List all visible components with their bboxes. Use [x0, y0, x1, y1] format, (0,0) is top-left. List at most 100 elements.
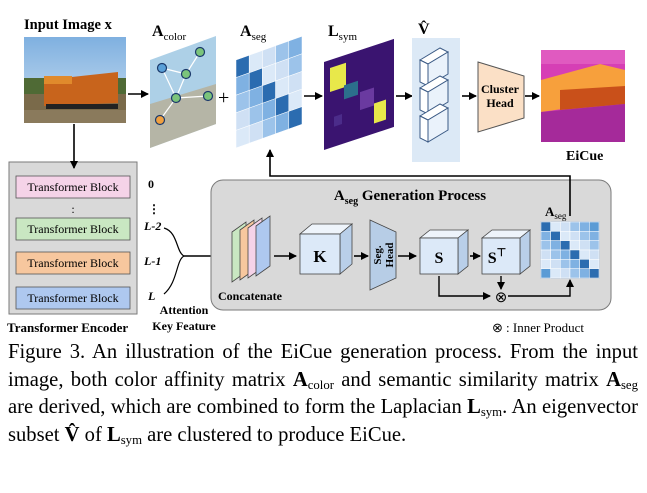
eicue-label: EiCue	[566, 149, 603, 164]
concatenate-label: Concatenate	[218, 289, 283, 303]
matrix-cell	[589, 249, 600, 260]
a-seg-label-process: Aseg	[545, 204, 567, 221]
layer-label-l: L	[147, 289, 155, 303]
transformer-block-label-2: Transformer Block	[27, 222, 118, 236]
caption-text-6: are clustered to produce EiCue.	[142, 423, 407, 446]
matrix-cell	[589, 231, 600, 241]
v-hat-vectors	[412, 38, 460, 162]
seg-head-line1: Seg.	[372, 245, 384, 265]
cluster-head-line2: Head	[486, 96, 514, 110]
l-sym-matrix	[324, 38, 394, 150]
matrix-cell	[569, 221, 580, 232]
seg-head: Seg. Head	[369, 219, 397, 291]
legend-symbol: ⊗	[492, 320, 503, 335]
transformer-block-label-4: Transformer Block	[27, 291, 118, 305]
layer-label-l-2: L-2	[143, 219, 161, 233]
matrix-cell	[589, 268, 600, 279]
matrix-cell	[589, 240, 600, 251]
caption-text-5: of	[79, 423, 107, 446]
matrix-cell	[569, 249, 580, 260]
cluster-head: Cluster Head	[477, 61, 525, 133]
caption-lead: Figure 3.	[8, 341, 86, 363]
matrix-cell	[550, 240, 561, 251]
a-color-matrix	[150, 36, 216, 148]
transformer-block-label-3: Transformer Block	[27, 256, 118, 270]
matrix-cell	[540, 240, 551, 251]
caption-text-4: . An eigenvector subset	[8, 396, 639, 446]
aseg-generation-process: Aseg Generation Process Concatenate K Se…	[210, 179, 612, 311]
caption-sym-sub: sym	[480, 405, 503, 420]
matrix-cell	[579, 249, 590, 260]
matrix-cell	[288, 106, 303, 130]
inner-product-symbol: ⊗	[495, 290, 508, 306]
caption-l-sym-2: L	[106, 423, 121, 446]
legend: ⊗ : Inner Product	[492, 320, 584, 335]
caption-a-seg: A	[606, 368, 621, 391]
transformer-block-1	[15, 175, 131, 199]
matrix-cell	[540, 231, 551, 241]
a-seg-matrix-top	[235, 35, 303, 149]
attention-label-1: Attention	[160, 303, 209, 317]
layer-label-l-1: L-1	[143, 254, 161, 268]
s-transpose-cube: S⊤	[480, 229, 532, 275]
k-cube: K	[298, 223, 354, 275]
l-sym-label: Lsym	[328, 23, 357, 43]
caption-text-2: and semantic similarity matrix	[333, 368, 607, 391]
matrix-cell	[560, 240, 571, 251]
matrix-cell	[579, 240, 590, 251]
layer-dots: ⋮	[148, 202, 160, 216]
transformer-block-4	[15, 286, 131, 310]
caption-a-color: A	[292, 368, 308, 391]
matrix-cell	[540, 249, 551, 260]
matrix-cell	[550, 231, 561, 241]
matrix-cell	[560, 268, 571, 279]
figure-caption: Figure 3. An illustration of the EiCue g…	[8, 339, 638, 449]
a-color-label: Acolor	[152, 23, 187, 43]
input-image	[24, 37, 126, 123]
matrix-cell	[550, 268, 561, 279]
concatenated-features	[231, 215, 271, 283]
matrix-cell	[550, 259, 561, 269]
matrix-cell	[550, 221, 561, 232]
plus-sign: +	[218, 87, 229, 109]
process-title: Aseg Generation Process	[334, 188, 486, 207]
matrix-cell	[560, 221, 571, 232]
a-seg-label-top: Aseg	[240, 23, 267, 43]
matrix-cell	[550, 249, 561, 260]
encoder-title: Transformer Encoder	[7, 320, 128, 335]
matrix-cell	[569, 259, 580, 269]
k-label: K	[313, 247, 327, 266]
s-cube: S	[418, 229, 470, 275]
v-hat-label: V̂	[418, 20, 430, 38]
matrix-cell	[540, 259, 551, 269]
s-label: S	[435, 250, 444, 267]
s-transpose-label: S⊤	[488, 247, 507, 267]
caption-text-3: are derived, which are combined to form …	[8, 396, 468, 418]
matrix-cell	[579, 259, 590, 269]
a-seg-matrix-process	[540, 221, 600, 279]
matrix-cell	[560, 231, 571, 241]
matrix-cell	[540, 221, 551, 232]
matrix-cell	[579, 221, 590, 232]
matrix-cell	[540, 268, 551, 279]
cluster-head-line1: Cluster	[481, 82, 520, 96]
input-image-title: Input Image x	[24, 17, 113, 33]
caption-seg-sub: seg	[620, 377, 638, 392]
transformer-block-2	[15, 217, 131, 241]
transformer-block-label-1: Transformer Block	[27, 180, 118, 194]
caption-text-1: An illustration of the EiCue generation …	[8, 341, 638, 391]
matrix-cell	[560, 249, 571, 260]
matrix-cell	[560, 259, 571, 269]
legend-text: : Inner Product	[506, 320, 584, 335]
caption-v-hat: V̂	[64, 423, 80, 446]
layer-label-0: 0	[148, 177, 154, 191]
matrix-cell	[589, 221, 600, 232]
attention-label-2: Key Feature	[152, 319, 216, 333]
caption-sym-sub-2: sym	[120, 432, 142, 447]
eicue-image	[541, 50, 625, 142]
seg-head-line2: Head	[384, 242, 396, 267]
matrix-cell	[569, 240, 580, 251]
encoder-dots: :	[71, 202, 74, 216]
matrix-cell	[579, 231, 590, 241]
